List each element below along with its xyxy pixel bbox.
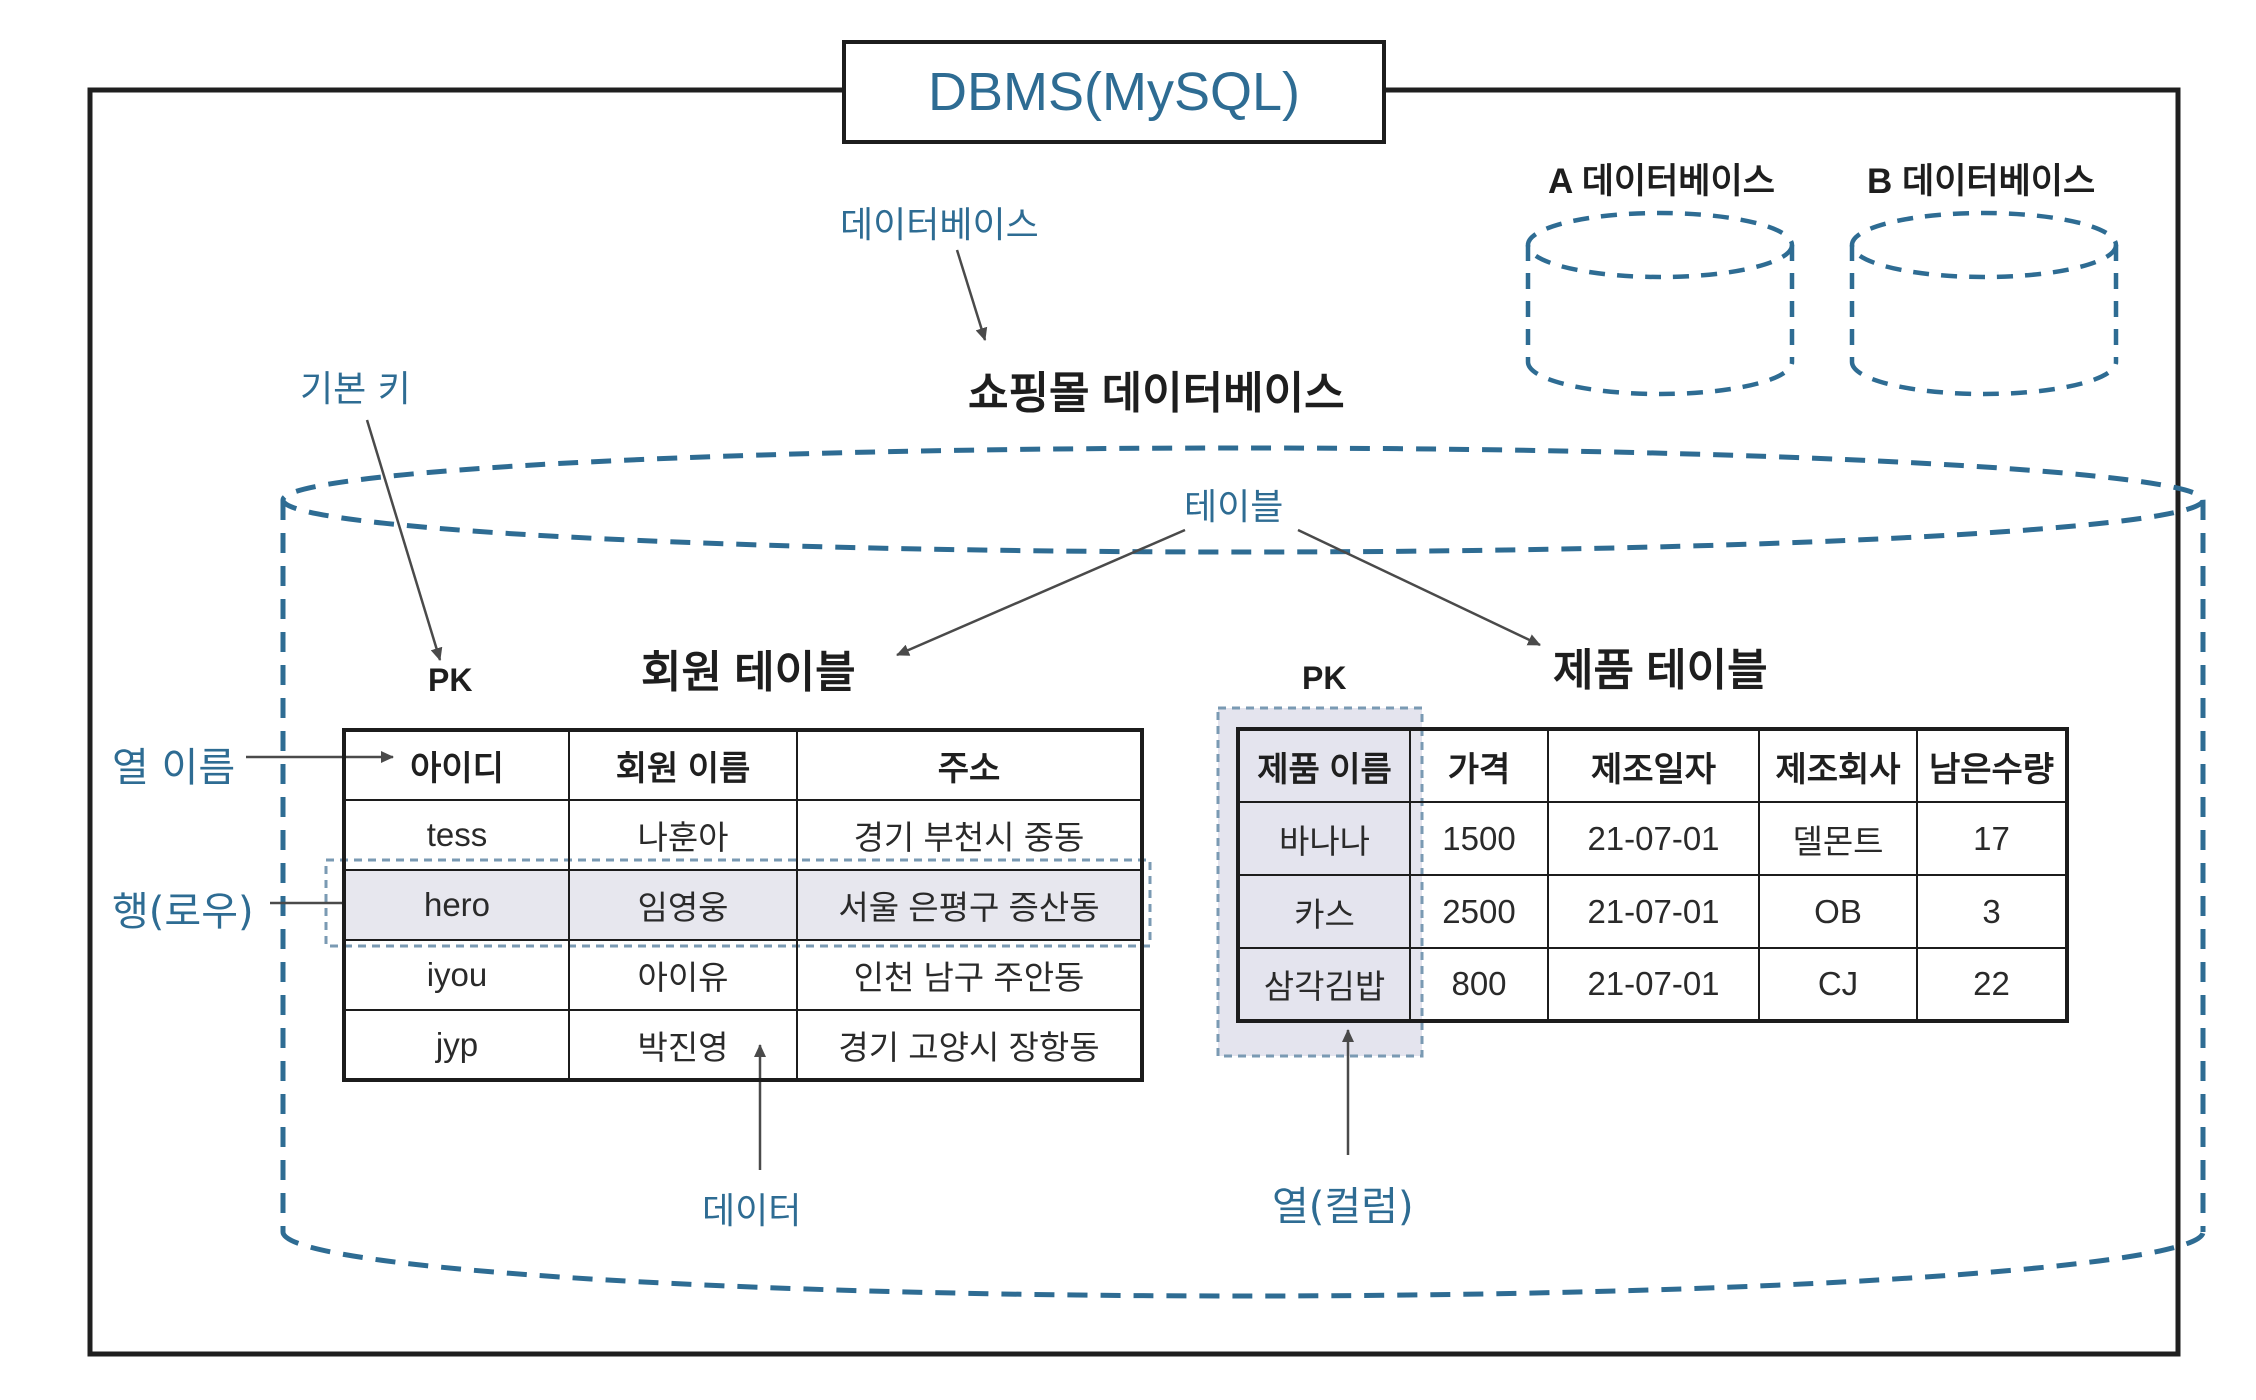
dbms-frame xyxy=(87,87,2181,1357)
table-cell: OB xyxy=(1758,874,1918,949)
column-header: 아이디 xyxy=(343,729,570,801)
table-cell: 3 xyxy=(1916,874,2068,949)
shopping-database-label: 쇼핑몰 데이터베이스 xyxy=(968,369,1345,418)
table-header-row: 아이디 회원 이름 주소 xyxy=(343,729,1143,801)
member-pk-label: PK xyxy=(428,662,473,698)
table-cell: 21-07-01 xyxy=(1547,947,1760,1022)
annotation-database: 데이터베이스 xyxy=(840,205,1039,246)
database-a-cylinder xyxy=(1525,210,1795,397)
table-row: iyou 아이유 인천 남구 주안동 xyxy=(343,939,1143,1011)
member-table: 아이디 회원 이름 주소 tess 나훈아 경기 부천시 중동 hero 임영웅… xyxy=(342,728,1144,1082)
table-cell: 1500 xyxy=(1409,801,1549,876)
table-cell: 17 xyxy=(1916,801,2068,876)
table-cell: 경기 고양시 장항동 xyxy=(796,1009,1143,1081)
database-a-label: A 데이터베이스 xyxy=(1548,162,1775,201)
table-row: jyp 박진영 경기 고양시 장항동 xyxy=(343,1009,1143,1081)
table-cell: 나훈아 xyxy=(568,799,798,871)
database-b-label: B 데이터베이스 xyxy=(1867,162,2096,201)
table-cell: 바나나 xyxy=(1237,801,1411,876)
table-row: 바나나 1500 21-07-01 델몬트 17 xyxy=(1237,801,2068,876)
table-cell: iyou xyxy=(343,939,570,1011)
table-row-highlighted: hero 임영웅 서울 은평구 증산동 xyxy=(343,869,1143,941)
column-header: 제조회사 xyxy=(1758,728,1918,803)
table-cell: 22 xyxy=(1916,947,2068,1022)
table-cell: 2500 xyxy=(1409,874,1549,949)
arrow-database xyxy=(955,249,988,341)
table-cell: hero xyxy=(343,869,570,941)
product-table-title: 제품 테이블 xyxy=(1553,646,1768,695)
table-cell: 임영웅 xyxy=(568,869,798,941)
database-b-cylinder xyxy=(1849,210,2119,397)
annotation-column: 열(컬럼) xyxy=(1272,1184,1414,1230)
table-cell: 아이유 xyxy=(568,939,798,1011)
table-row: 삼각김밥 800 21-07-01 CJ 22 xyxy=(1237,947,2068,1022)
table-row: 카스 2500 21-07-01 OB 3 xyxy=(1237,874,2068,949)
dbms-title-box: DBMS(MySQL) xyxy=(842,40,1386,144)
dbms-title: DBMS(MySQL) xyxy=(927,62,1300,122)
annotation-primary-key: 기본 키 xyxy=(300,369,411,410)
column-header: 제조일자 xyxy=(1547,728,1760,803)
table-cell: 카스 xyxy=(1237,874,1411,949)
product-pk-label: PK xyxy=(1302,660,1347,696)
table-row: tess 나훈아 경기 부천시 중동 xyxy=(343,799,1143,871)
arrow-table-product xyxy=(1297,528,1541,647)
table-cell: 델몬트 xyxy=(1758,801,1918,876)
table-cell: jyp xyxy=(343,1009,570,1081)
table-cell: 인천 남구 주안동 xyxy=(796,939,1143,1011)
annotation-row: 행(로우) xyxy=(112,889,254,935)
column-header: 남은수량 xyxy=(1916,728,2068,803)
table-cell: tess xyxy=(343,799,570,871)
table-cell: 박진영 xyxy=(568,1009,798,1081)
shopping-database-cylinder xyxy=(280,445,2206,1299)
column-header: 가격 xyxy=(1409,728,1549,803)
table-cell: CJ xyxy=(1758,947,1918,1022)
column-header: 회원 이름 xyxy=(568,729,798,801)
product-table: 제품 이름 가격 제조일자 제조회사 남은수량 바나나 1500 21-07-0… xyxy=(1236,727,2069,1023)
annotation-data: 데이터 xyxy=(702,1191,802,1232)
column-header: 주소 xyxy=(796,729,1143,801)
table-cell: 21-07-01 xyxy=(1547,874,1760,949)
column-header: 제품 이름 xyxy=(1237,728,1411,803)
annotation-table: 테이블 xyxy=(1184,487,1284,528)
table-cell: 삼각김밥 xyxy=(1237,947,1411,1022)
table-cell: 800 xyxy=(1409,947,1549,1022)
arrow-table-member xyxy=(896,528,1186,657)
table-cell: 경기 부천시 중동 xyxy=(796,799,1143,871)
table-cell: 서울 은평구 증산동 xyxy=(796,869,1143,941)
member-table-title: 회원 테이블 xyxy=(641,648,856,697)
table-header-row: 제품 이름 가격 제조일자 제조회사 남은수량 xyxy=(1237,728,2068,803)
arrow-primary-key xyxy=(365,419,443,661)
table-cell: 21-07-01 xyxy=(1547,801,1760,876)
annotation-column-name: 열 이름 xyxy=(112,745,236,791)
